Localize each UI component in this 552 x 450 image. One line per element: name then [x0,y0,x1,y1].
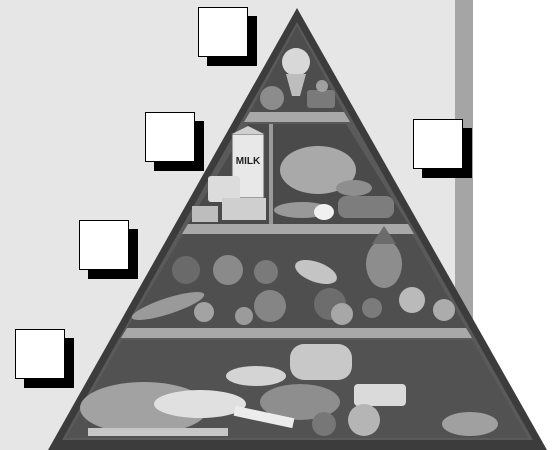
plum [362,298,382,318]
tomato [213,255,243,285]
egg [314,204,334,220]
potato [235,307,253,325]
peach [433,299,455,321]
label-box-dairy[interactable] [145,112,195,162]
macaroni [88,428,228,436]
cheese-wedge [192,206,218,222]
sliced-bread [354,384,406,406]
mushroom [194,302,214,322]
rice-bowl [226,366,286,386]
cheese-block [222,198,266,220]
oil-cruet [260,86,284,110]
candy [316,80,328,92]
label-box-meat[interactable] [413,119,463,169]
broccoli [172,256,200,284]
steak [338,196,394,218]
chocolate-box [307,90,335,108]
chicken-drumstick [336,180,372,196]
pasta-plate [154,390,246,418]
shelf-1 [244,112,350,122]
bread-loaf-center [290,344,352,380]
label-box-grains[interactable] [15,329,65,379]
pineapple [366,240,402,288]
label-box-produce[interactable] [79,220,129,270]
orange [331,303,353,325]
shelf-2 [182,224,414,234]
red-tomato-front [254,290,286,322]
milk-carton-label: MILK [236,156,261,167]
label-box-top[interactable] [198,7,248,57]
pepper [254,260,278,284]
pretzel [312,412,336,436]
ice-cream-sundae [282,48,310,76]
shelf-3 [121,328,472,338]
bagel [348,404,380,436]
apple [399,287,425,313]
crackers [442,412,498,436]
